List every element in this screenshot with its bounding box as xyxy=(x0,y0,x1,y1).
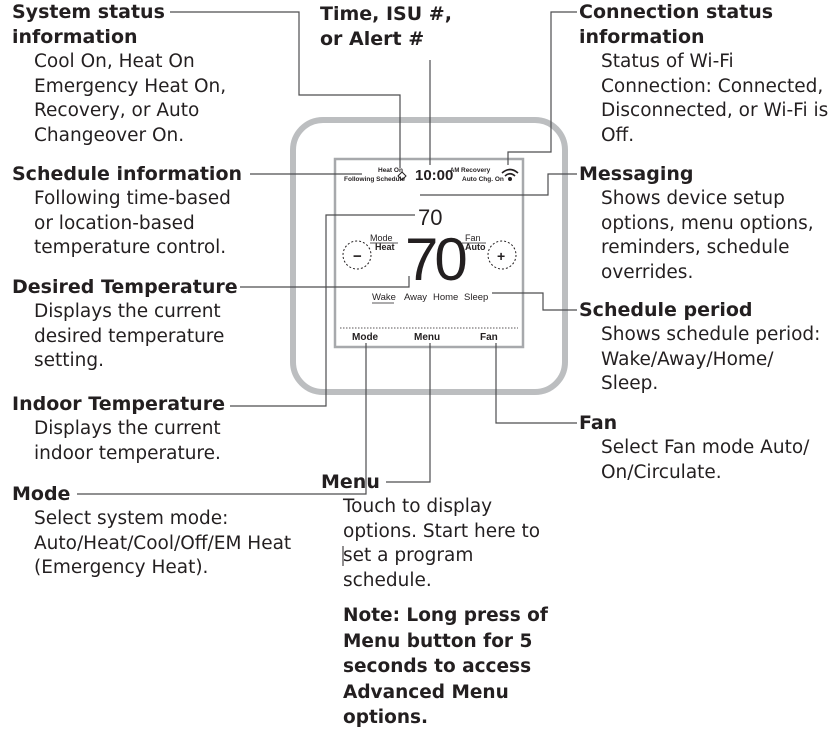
system-status-description: Cool On, Heat On Emergency Heat On, Reco… xyxy=(34,51,227,146)
callout-indoor-temp: Indoor Temperature Displays the current … xyxy=(12,392,252,466)
leader-system-status xyxy=(170,11,401,168)
status-auto-changeover: Auto Chg. On xyxy=(462,176,504,183)
leader-menu xyxy=(386,343,431,483)
lcd-mode-value: Heat xyxy=(375,242,395,252)
period-wake: Wake xyxy=(372,292,396,303)
callout-fan: Fan Select Fan mode Auto/ On/Circulate. xyxy=(579,411,835,485)
system-status-title: System status information xyxy=(12,1,165,48)
wifi-icon xyxy=(501,168,519,182)
time-isu-title: Time, ISU #, or Alert # xyxy=(320,3,452,50)
status-recovery: Recovery xyxy=(461,167,491,174)
connection-status-description: Status of Wi-Fi Connection: Connected, D… xyxy=(601,51,829,146)
leader-mode xyxy=(77,343,367,495)
mode-title: Mode xyxy=(12,483,71,505)
lcd-mode-label: Mode xyxy=(370,233,393,243)
menu-note: Note: Long press of Menu button for 5 se… xyxy=(343,605,548,728)
fan-title: Fan xyxy=(579,412,618,434)
leader-fan xyxy=(495,343,577,424)
period-away: Away xyxy=(404,292,427,303)
menu-button[interactable]: Menu xyxy=(414,332,440,343)
mode-description: Select system mode: Auto/Heat/Cool/Off/E… xyxy=(34,508,292,578)
lcd-fan-value: Auto xyxy=(465,242,486,252)
callout-time-isu: Time, ISU #, or Alert # xyxy=(320,2,480,52)
time-display: 10:00 xyxy=(415,167,453,184)
menu-title: Menu xyxy=(321,471,380,493)
period-sleep: Sleep xyxy=(464,292,488,303)
callout-desired-temp: Desired Temperature Displays the current… xyxy=(12,275,252,374)
decrease-button[interactable]: − xyxy=(342,240,372,270)
status-heat-on: Heat On xyxy=(378,167,403,174)
minus-icon: − xyxy=(353,248,362,265)
connection-status-title: Connection status information xyxy=(579,1,774,48)
schedule-period-title: Schedule period xyxy=(579,299,753,321)
period-home: Home xyxy=(433,292,458,303)
messaging-title: Messaging xyxy=(579,163,694,185)
callout-schedule-period: Schedule period Shows schedule period: W… xyxy=(579,298,835,397)
callout-menu: Menu Touch to display options. Start her… xyxy=(321,470,571,731)
lcd-fan-label: Fan xyxy=(465,233,481,243)
leader-schedule-period xyxy=(492,292,577,311)
callout-messaging: Messaging Shows device setup options, me… xyxy=(579,162,835,285)
plus-icon: + xyxy=(497,248,505,264)
leader-indoor-temp xyxy=(230,214,415,407)
schedule-info-description: Following time-based or location-based t… xyxy=(34,188,231,258)
status-following-schedule: Following Schedule xyxy=(344,176,405,183)
fan-description: Select Fan mode Auto/ On/Circulate. xyxy=(601,437,810,483)
callout-system-status: System status information Cool On, Heat … xyxy=(12,0,262,148)
mode-button[interactable]: Mode xyxy=(352,332,379,343)
leader-messaging xyxy=(420,173,577,196)
callout-connection-status: Connection status information Status of … xyxy=(579,0,835,148)
callout-mode: Mode Select system mode: Auto/Heat/Cool/… xyxy=(12,482,302,581)
desired-temp-display: 70 xyxy=(405,226,466,293)
leader-desired-temp xyxy=(240,276,410,288)
schedule-icon xyxy=(397,171,407,181)
indoor-temp-title: Indoor Temperature xyxy=(12,393,225,415)
indoor-temp-display: 70 xyxy=(418,205,442,230)
indoor-temp-description: Displays the current indoor temperature. xyxy=(34,418,221,464)
messaging-description: Shows device setup options, menu options… xyxy=(601,188,814,283)
schedule-info-title: Schedule information xyxy=(12,163,243,185)
fan-button[interactable]: Fan xyxy=(480,332,498,343)
desired-temp-title: Desired Temperature xyxy=(12,276,238,298)
am-indicator: AM xyxy=(450,168,459,174)
schedule-period-description: Shows schedule period: Wake/Away/Home/ S… xyxy=(601,324,821,394)
menu-description: Touch to display options. Start here to … xyxy=(343,496,541,591)
leader-connection xyxy=(507,11,577,165)
desired-temp-description: Displays the current desired temperature… xyxy=(34,301,225,371)
increase-button[interactable]: + xyxy=(487,240,517,270)
callout-schedule-info: Schedule information Following time-base… xyxy=(12,162,252,261)
